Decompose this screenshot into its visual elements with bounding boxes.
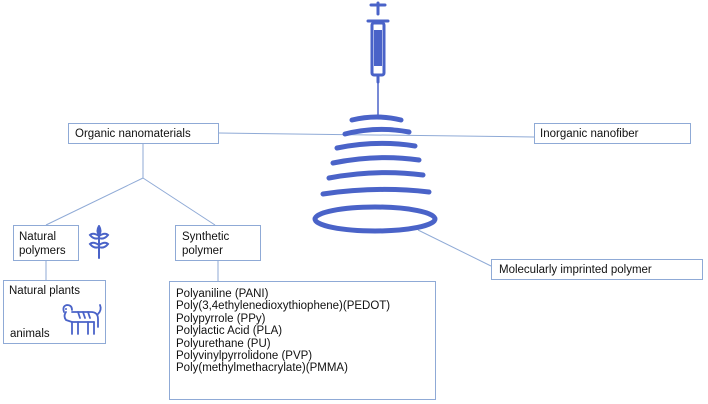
natural-polymers-label-line2: polymers xyxy=(19,245,66,257)
molecularly-imprinted-polymer-label: Molecularly imprinted polymer xyxy=(499,264,652,276)
synthetic-polymer-box: Synthetic polymer xyxy=(175,225,261,261)
cone-to-mip-line xyxy=(417,229,492,267)
to-natural-line xyxy=(45,177,144,226)
synthetic-polymer-label-line1: Synthetic xyxy=(182,231,230,243)
inorganic-nanofiber-label: Inorganic nanofiber xyxy=(540,128,639,140)
inorganic-nanofiber-box: Inorganic nanofiber xyxy=(534,123,691,144)
organic-nanomaterials-box: Organic nanomaterials xyxy=(68,123,219,144)
natural-polymers-label-line1: Natural xyxy=(19,231,57,243)
list-item: Poly(3,4ethylenedioxythiophene)(PEDOT) xyxy=(176,300,391,313)
organic-nanomaterials-label: Organic nanomaterials xyxy=(75,128,191,140)
electrospun-cone-icon xyxy=(312,114,438,234)
list-item: Polyvinylpyrrolidone (PVP) xyxy=(176,350,313,363)
synthetic-polymer-list-box: Polyaniline (PANI) Poly(3,4ethylenedioxy… xyxy=(169,281,436,400)
list-item: Poly(methylmethacrylate)(PMMA) xyxy=(176,362,348,375)
animals-label: animals xyxy=(10,328,50,340)
plant-icon xyxy=(88,225,110,259)
list-item: Polyaniline (PANI) xyxy=(176,288,269,300)
list-item: Polyurethane (PU) xyxy=(176,337,271,350)
natural-plants-label: Natural plants xyxy=(9,285,80,297)
list-item: Polylactic Acid (PLA) xyxy=(176,325,283,338)
list-item: Polypyrrole (PPy) xyxy=(176,312,266,325)
molecularly-imprinted-polymer-box: Molecularly imprinted polymer xyxy=(491,259,703,280)
to-synthetic-line xyxy=(142,177,216,226)
syringe-icon xyxy=(366,1,390,118)
synthetic-polymer-label-line2: polymer xyxy=(182,245,223,257)
natural-polymers-box: Natural polymers xyxy=(13,225,79,261)
organic-inorganic-line xyxy=(218,132,535,138)
tiger-icon xyxy=(62,304,102,335)
